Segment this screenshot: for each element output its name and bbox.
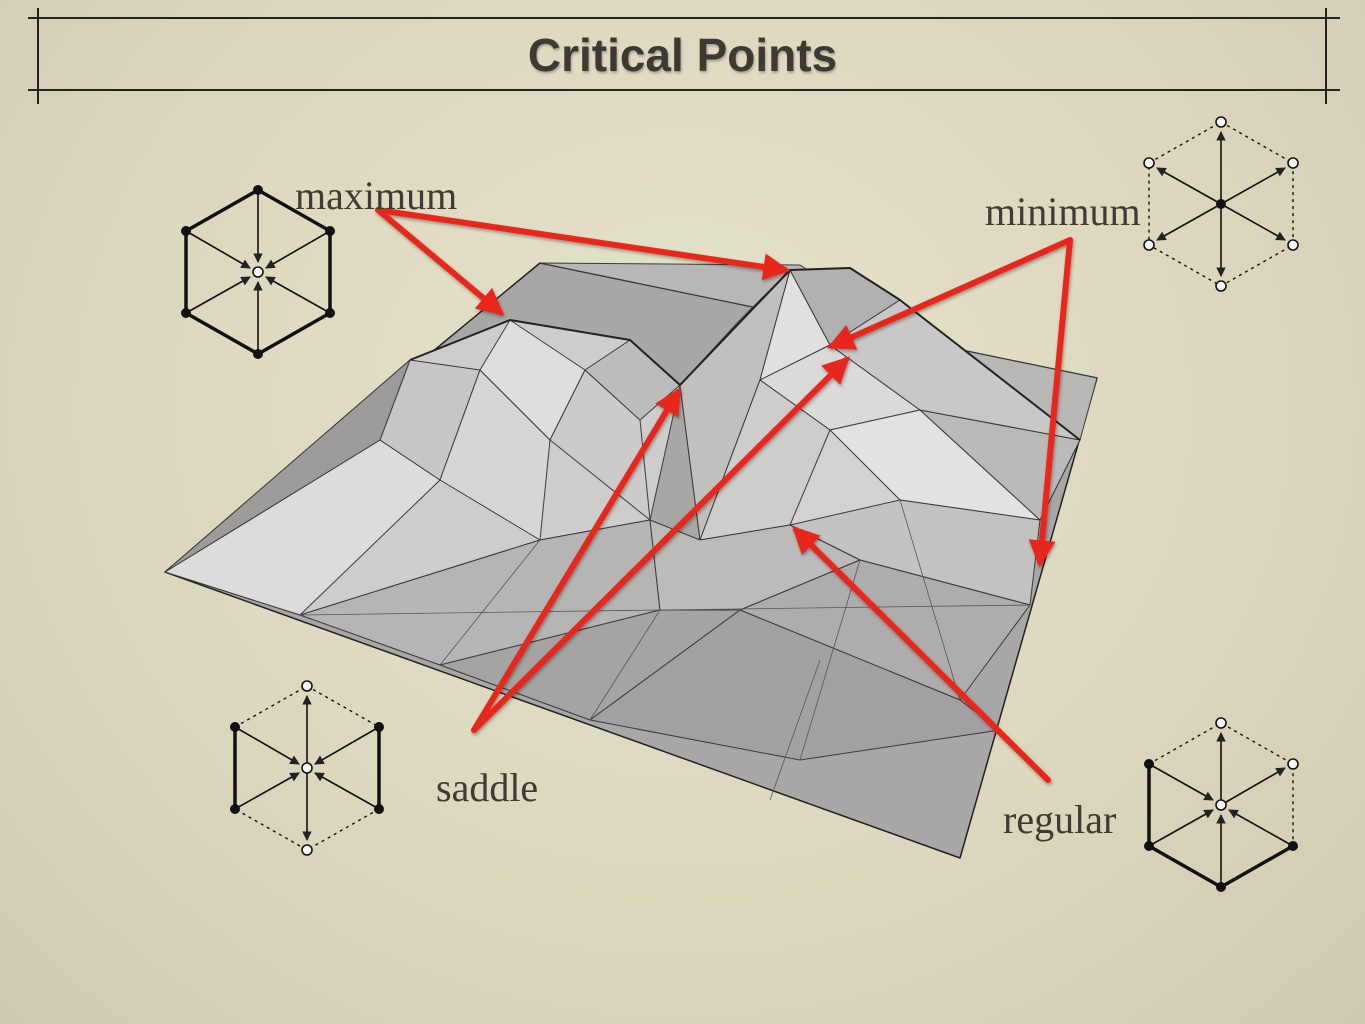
- maximum-label: maximum: [295, 173, 458, 218]
- minimum-label: minimum: [985, 189, 1141, 234]
- saddle-arrow-right: [471, 356, 850, 733]
- minimum-arrow-right: [1028, 237, 1073, 568]
- minimum-star-icon: [1143, 116, 1299, 292]
- regular-arrow: [792, 526, 1051, 783]
- maximum-arrow-right: [375, 207, 791, 281]
- saddle-label: saddle: [436, 765, 539, 810]
- maximum-arrow-left: [375, 207, 505, 316]
- slide-title: Critical Points: [527, 29, 838, 81]
- maximum-star-icon: [181, 185, 335, 359]
- regular-label: regular: [1003, 797, 1117, 842]
- saddle-star-icon: [230, 680, 384, 856]
- regular-star-icon: [1144, 717, 1299, 892]
- minimum-arrow-left: [827, 237, 1073, 350]
- saddle-arrow-left: [471, 387, 681, 733]
